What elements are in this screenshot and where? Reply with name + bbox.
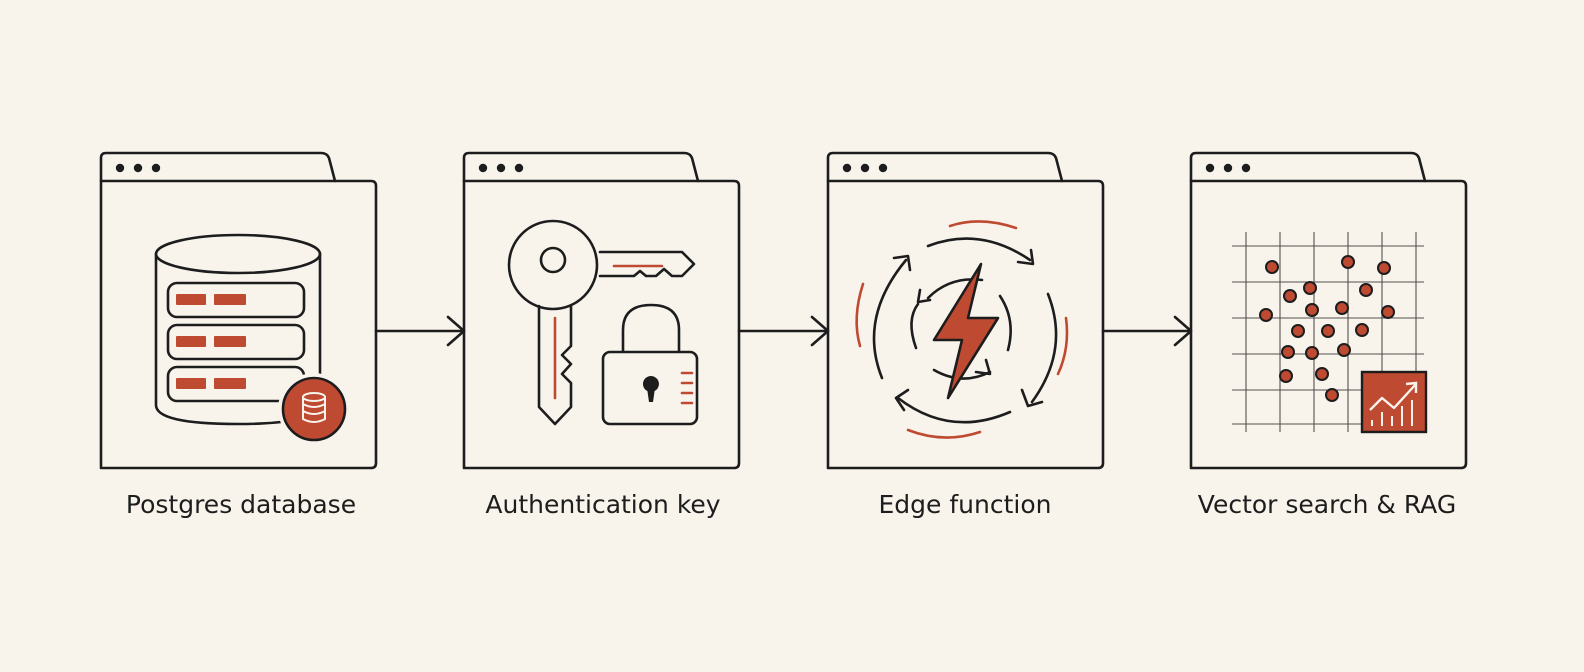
key-lock-icon	[507, 219, 699, 426]
step-window-2	[462, 151, 741, 470]
vector-scatter-icon	[1232, 232, 1428, 434]
step-label-edge-function: Edge function	[878, 490, 1052, 519]
step-label-auth-key: Authentication key	[485, 490, 721, 519]
flow-arrow-2	[737, 315, 830, 347]
lightning-cycle-icon	[855, 220, 1069, 439]
step-window-4	[1189, 151, 1468, 470]
step-label-postgres: Postgres database	[125, 490, 357, 519]
step-label-vector-search: Vector search & RAG	[1197, 490, 1457, 519]
flow-arrow-3	[1101, 315, 1193, 347]
flow-arrow-1	[374, 315, 466, 347]
database-icon	[154, 233, 350, 445]
step-window-3	[826, 151, 1105, 470]
step-window-1	[99, 151, 378, 470]
